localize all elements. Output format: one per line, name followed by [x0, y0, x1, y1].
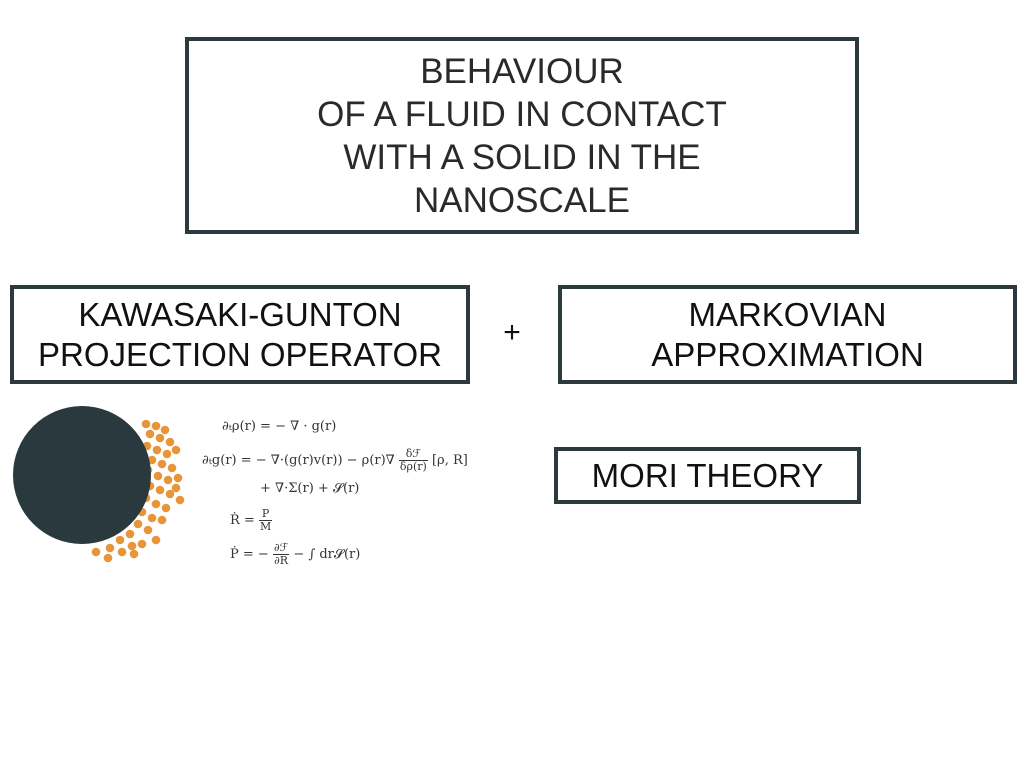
fluid-particle — [171, 483, 181, 493]
solid-fluid-illustration — [13, 406, 185, 563]
fraction-numerator: δℱ — [398, 448, 428, 461]
fluid-particle — [163, 475, 173, 485]
fluid-particle — [129, 549, 139, 559]
equation-momentum-particle-tail: − ∫ dr𝓢(r) — [293, 547, 361, 562]
fluid-particle — [103, 553, 113, 563]
fluid-particle — [151, 421, 161, 431]
markovian-line-1: MARKOVIAN — [688, 295, 887, 333]
fluid-particle — [147, 455, 157, 465]
fluid-particle — [155, 485, 165, 495]
fraction-denominator: ∂R — [274, 554, 289, 567]
fluid-particle — [137, 539, 147, 549]
equation-momentum-fraction: δℱ δρ(r) — [398, 448, 428, 473]
mori-theory-box: MORI THEORY — [554, 447, 861, 504]
fraction-numerator: ∂ℱ — [272, 541, 290, 555]
equation-momentum-particle-fraction: ∂ℱ ∂R — [272, 541, 290, 567]
equation-momentum-lhs: ∂ₜg(r) = − ∇·(g(r)v(r)) − ρ(r)∇ — [202, 453, 395, 468]
fluid-particle — [115, 535, 125, 545]
kawasaki-gunton-line-1: KAWASAKI-GUNTON — [78, 295, 402, 333]
fluid-particle — [157, 459, 167, 469]
fluid-particle — [165, 437, 175, 447]
fluid-particle — [141, 419, 151, 429]
fluid-particle — [152, 445, 162, 455]
fluid-particle — [147, 513, 157, 523]
fraction-denominator: δρ(r) — [399, 460, 427, 473]
fluid-particle — [157, 515, 167, 525]
equation-momentum-tail: [ρ, R] — [431, 453, 468, 468]
fluid-particle — [161, 503, 171, 513]
equation-momentum-continued: + ∇·Σ(r) + 𝓢(r) — [260, 481, 360, 496]
fluid-particle — [143, 525, 153, 535]
fluid-particle — [175, 495, 185, 505]
fluid-particle — [105, 543, 115, 553]
kawasaki-gunton-box: KAWASAKI-GUNTON PROJECTION OPERATOR — [10, 285, 470, 384]
fluid-particle — [127, 541, 137, 551]
fluid-particle — [117, 547, 127, 557]
fluid-particle — [160, 425, 170, 435]
equation-momentum: ∂ₜg(r) = − ∇·(g(r)v(r)) − ρ(r)∇ δℱ δρ(r)… — [202, 448, 468, 473]
title-box: BEHAVIOUR OF A FLUID IN CONTACT WITH A S… — [185, 37, 859, 234]
fluid-particle — [151, 535, 161, 545]
fluid-particle — [91, 547, 101, 557]
fraction-numerator: P — [258, 508, 273, 521]
title-line-1: BEHAVIOUR — [420, 51, 624, 91]
plus-sign: + — [503, 316, 521, 349]
kawasaki-gunton-line-2: PROJECTION OPERATOR — [38, 335, 442, 373]
fluid-particle — [155, 433, 165, 443]
title-line-3: WITH A SOLID IN THE — [343, 137, 701, 177]
equation-momentum-particle-lhs: Ṗ = − — [230, 547, 269, 562]
mori-theory-label: MORI THEORY — [591, 456, 824, 494]
equation-position-fraction: P M — [258, 508, 273, 533]
title-line-2: OF A FLUID IN CONTACT — [317, 94, 727, 134]
equation-position: Ṙ = P M — [230, 508, 273, 533]
fluid-particle — [165, 489, 175, 499]
markovian-box: MARKOVIAN APPROXIMATION — [558, 285, 1017, 384]
solid-particle — [13, 406, 151, 544]
equation-position-lhs: Ṙ = — [230, 513, 255, 528]
fluid-particle — [162, 449, 172, 459]
fluid-particle — [151, 499, 161, 509]
fluid-particle — [153, 471, 163, 481]
fluid-particle — [125, 529, 135, 539]
fluid-particle — [173, 473, 183, 483]
fraction-denominator: M — [259, 520, 272, 533]
fluid-particle — [171, 445, 181, 455]
title-line-4: NANOSCALE — [414, 180, 630, 220]
equation-continuity: ∂ₜρ(r) = − ∇ · g(r) — [222, 419, 337, 434]
equation-momentum-particle: Ṗ = − ∂ℱ ∂R − ∫ dr𝓢(r) — [230, 542, 360, 567]
fluid-particle — [145, 429, 155, 439]
fluid-particle — [167, 463, 177, 473]
fluid-particle — [133, 519, 143, 529]
markovian-line-2: APPROXIMATION — [651, 335, 924, 373]
